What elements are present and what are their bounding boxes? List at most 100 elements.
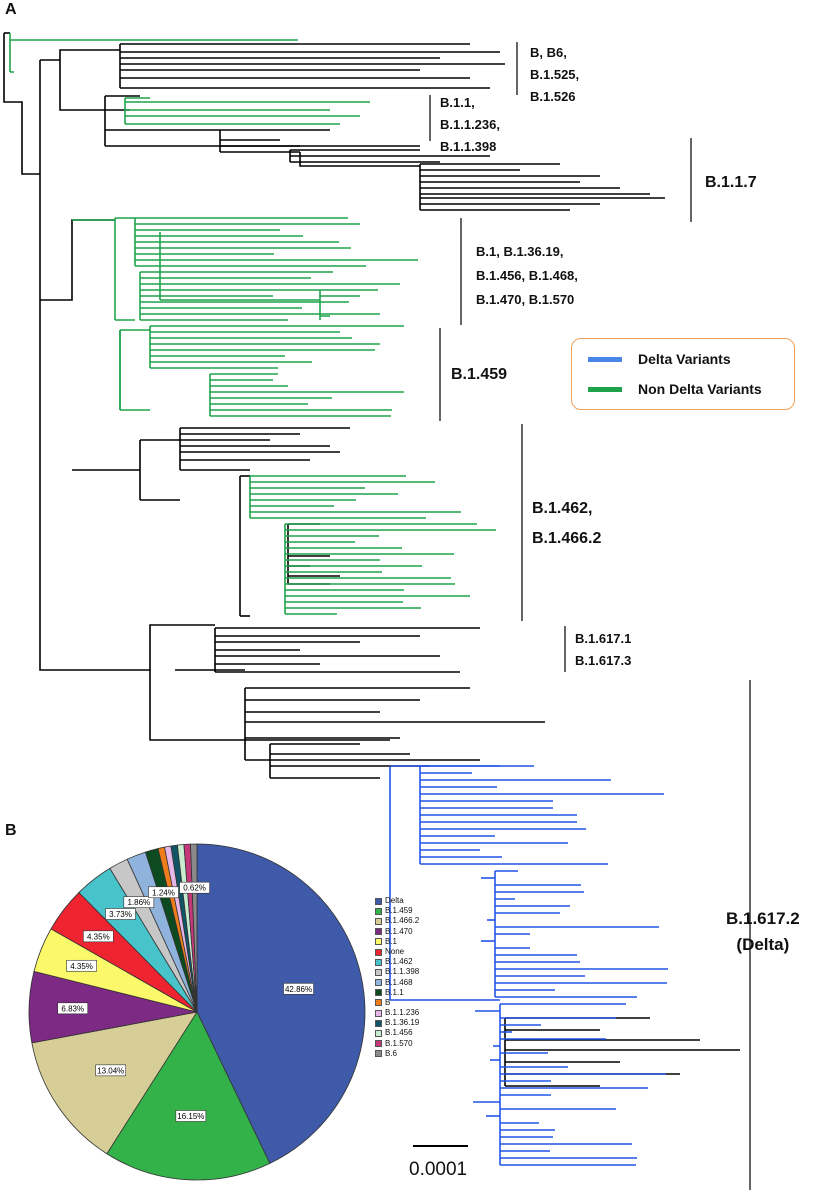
pie-data-label-text: 16.15%	[177, 1112, 204, 1121]
clade-label-line: B.1, B.1.36.19,	[476, 244, 564, 259]
pie-data-label-text: 3.73%	[109, 910, 132, 919]
pie-legend-label: B.1.36.19	[385, 1018, 420, 1028]
pie-data-label: 4.35%	[83, 930, 114, 943]
pie-legend-item: B.1.456	[375, 1028, 419, 1038]
pie-data-label-text: 42.86%	[285, 985, 312, 994]
clade-label-line: B.1.456, B.1.468,	[476, 268, 578, 283]
pie-legend-item: B.1.570	[375, 1039, 419, 1049]
pie-legend-swatch	[375, 928, 382, 936]
pie-legend-label: B.1.570	[385, 1038, 413, 1048]
lineage-pie-chart: 42.86% 16.15% 13.04% 6.83% 4.35% 4.35% 3.73% 1.…	[28, 843, 366, 1181]
clade-label-b1459: B.1.459	[451, 362, 507, 388]
clade-bars	[429, 42, 751, 1190]
pie-data-label-text: 1.86%	[127, 898, 150, 907]
tree-branches-non-delta	[9, 33, 496, 615]
tree-branch	[72, 219, 121, 410]
pie-data-label-text: 4.35%	[70, 962, 93, 971]
tree-branch	[159, 232, 360, 320]
legend-label-delta: Delta Variants	[638, 351, 731, 367]
pie-legend-item: B.1	[375, 937, 419, 947]
tree-branch	[299, 152, 420, 167]
pie-legend-label: B.1	[385, 936, 398, 946]
pie-data-label-text: 13.04%	[97, 1066, 124, 1075]
panel-label-a: A	[5, 1, 17, 18]
pie-legend-item: B.1.470	[375, 927, 419, 937]
clade-label-b11-group: B.1.1, B.1.1.236, B.1.1.398	[440, 92, 500, 158]
tree-branch	[149, 670, 245, 741]
panel-label-b: B	[5, 822, 17, 839]
clade-label-line: B.1.617.1	[575, 631, 632, 646]
pie-data-label: 4.35%	[66, 959, 97, 972]
clade-label-line: B.1.462,	[532, 500, 593, 517]
clade-label-line: B.1.1.398	[440, 139, 497, 154]
pie-legend-label: B.6	[385, 1048, 398, 1058]
clade-label-line: B.1.1,	[440, 95, 475, 110]
pie-data-label: 0.62%	[179, 881, 210, 894]
pie-data-label: 13.04%	[95, 1064, 127, 1077]
clade-label-b1617-13: B.1.617.1 B.1.617.3	[575, 628, 631, 672]
pie-legend-swatch	[375, 1050, 382, 1058]
tree-branches-other	[3, 32, 740, 1087]
pie-legend-item: B.1.459	[375, 906, 419, 916]
pie-slice-b-1-459	[106, 1011, 271, 1181]
pie-slice-b-1-466-2	[31, 1011, 198, 1155]
pie-legend-swatch	[375, 1019, 382, 1027]
pie-legend-swatch	[375, 968, 382, 976]
pie-legend-item: B.1.36.19	[375, 1018, 419, 1028]
pie-legend-swatch	[375, 917, 382, 925]
pie-legend-item: B.1.1.236	[375, 1008, 419, 1018]
pie-legend-swatch	[375, 989, 382, 997]
clade-label-line: B.1.617.3	[575, 653, 632, 668]
pie-legend-label: Delta	[385, 896, 404, 905]
scale-bar-label: 0.0001	[409, 1159, 468, 1180]
legend-swatch-delta	[588, 356, 622, 362]
clade-label-delta: B.1.617.2 (Delta)	[726, 906, 800, 958]
pie-data-label: 42.86%	[283, 983, 314, 995]
legend-label-non-delta: Non Delta Variants	[638, 381, 762, 397]
pie-legend-item: B.1.1	[375, 988, 419, 998]
clade-label-line: B.1.1.236,	[440, 117, 500, 132]
tree-backbone	[39, 60, 72, 671]
pie-legend-item: B.1.468	[375, 978, 419, 988]
pie-legend-label: B.1.456	[385, 1028, 413, 1038]
pie-legend-swatch	[375, 1009, 382, 1017]
pie-legend-label: B.1.468	[385, 977, 413, 987]
pie-legend-swatch	[375, 938, 382, 946]
pie-legend-swatch	[375, 897, 382, 905]
clade-label-b-group: B, B6, B.1.525, B.1.526	[530, 42, 579, 108]
pie-data-label-text: 6.83%	[61, 1004, 84, 1013]
tree-branch	[72, 624, 215, 671]
pie-legend-item: None	[375, 947, 419, 957]
pie-data-label: 1.24%	[148, 886, 179, 899]
legend-item-delta: Delta Variants	[588, 349, 731, 369]
pie-data-label-text: 0.62%	[183, 884, 206, 893]
pie-legend-item: B	[375, 998, 419, 1008]
pie-legend-swatch	[375, 907, 382, 915]
pie-legend-label: B.1.1.236	[385, 1008, 420, 1018]
clade-label-line: B.1.526	[530, 89, 576, 104]
pie-legend-swatch	[375, 1040, 382, 1048]
pie-legend-swatch	[375, 979, 382, 987]
pie-legend-label: B.1.462	[385, 957, 413, 967]
pie-legend-swatch	[375, 1030, 382, 1038]
clade-label-line: B, B6,	[530, 45, 567, 60]
tree-branches-delta	[389, 765, 668, 1166]
legend-swatch-non-delta	[588, 386, 622, 392]
clade-label-line: B.1.1.7	[705, 174, 757, 191]
tree-branch	[59, 49, 120, 60]
pie-legend-label: B.1.1.398	[385, 967, 420, 977]
variant-legend: Delta Variants Non Delta Variants	[571, 338, 795, 410]
pie-legend-label: None	[385, 946, 405, 956]
clade-label-b1462-group: B.1.462, B.1.466.2	[532, 494, 601, 554]
clade-label-line: B.1.459	[451, 366, 508, 383]
pie-data-label: 1.86%	[123, 896, 155, 908]
pie-legend-label: B	[385, 997, 391, 1007]
pie-legend-item: B.1.462	[375, 957, 419, 967]
pie-data-label: 16.15%	[175, 1110, 207, 1122]
pie-data-label-text: 4.35%	[87, 932, 110, 941]
clade-label-line: (Delta)	[736, 935, 790, 954]
clade-label-line: B.1.617.2	[726, 909, 800, 928]
pie-data-label: 3.73%	[105, 908, 136, 920]
pie-data-label-text: 1.24%	[152, 888, 175, 897]
